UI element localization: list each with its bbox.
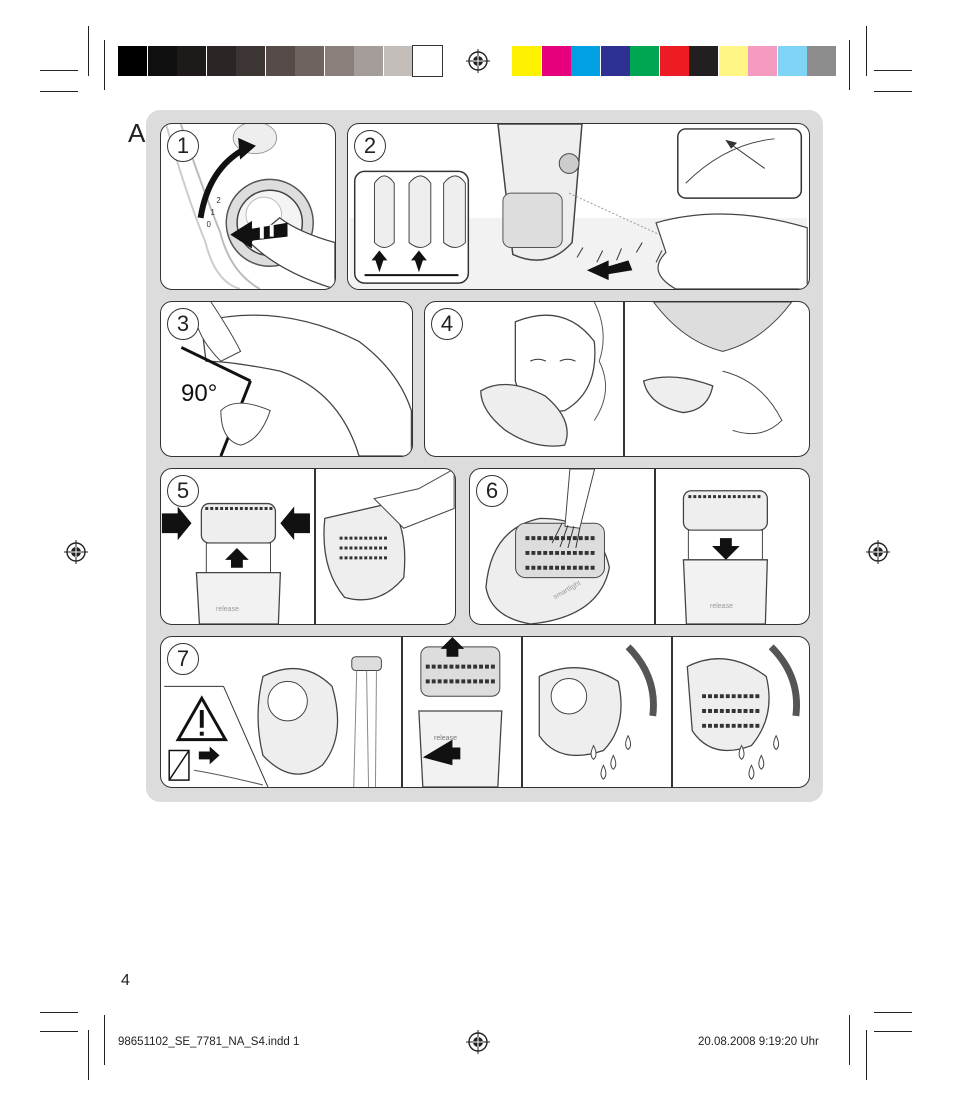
color-swatch bbox=[718, 46, 748, 76]
color-swatch bbox=[748, 46, 777, 76]
dial-mark: 2 bbox=[216, 196, 220, 205]
color-swatch bbox=[600, 46, 630, 76]
step-number: 4 bbox=[431, 308, 463, 340]
release-label: release bbox=[216, 606, 239, 613]
color-swatch bbox=[512, 46, 541, 76]
color-swatch bbox=[777, 46, 807, 76]
panel-divider bbox=[671, 637, 673, 787]
panel-divider bbox=[401, 637, 403, 787]
rinse-illustration bbox=[164, 637, 800, 787]
dial-mark: 1 bbox=[210, 208, 214, 217]
step-2-panel: 2 bbox=[347, 123, 810, 290]
release-label: release bbox=[434, 735, 457, 742]
color-swatch bbox=[265, 46, 295, 76]
panel-divider bbox=[314, 469, 316, 624]
crop-mark bbox=[88, 1030, 89, 1080]
crop-mark bbox=[88, 26, 89, 76]
crop-mark bbox=[40, 91, 78, 92]
dial-illustration: 0 1 2 bbox=[165, 124, 335, 289]
head-removal-illustration bbox=[161, 469, 455, 624]
crop-mark bbox=[874, 1031, 912, 1032]
color-swatch bbox=[659, 46, 689, 76]
crop-mark bbox=[849, 40, 850, 90]
panel-divider bbox=[521, 637, 523, 787]
cleaning-brush-illustration bbox=[485, 469, 769, 624]
color-swatch bbox=[689, 46, 718, 76]
color-swatch bbox=[236, 46, 265, 76]
panel-divider bbox=[654, 469, 656, 624]
color-swatch bbox=[177, 46, 206, 76]
section-letter: A bbox=[128, 118, 146, 148]
step-number: 3 bbox=[167, 308, 199, 340]
crop-mark bbox=[40, 1031, 78, 1032]
crop-mark bbox=[866, 26, 867, 76]
registration-mark-icon bbox=[466, 1030, 490, 1054]
step-number: 6 bbox=[476, 475, 508, 507]
step-1-panel: 1 0 1 2 bbox=[160, 123, 336, 290]
step-number: 2 bbox=[354, 130, 386, 162]
angle-label: 90° bbox=[181, 380, 218, 407]
step-3-panel: 3 90° bbox=[160, 301, 413, 457]
crop-mark bbox=[104, 1015, 105, 1065]
color-swatch bbox=[354, 46, 383, 76]
crop-mark bbox=[849, 1015, 850, 1065]
step-7-panel: 7 rele bbox=[160, 636, 810, 788]
crop-mark bbox=[40, 70, 78, 71]
step-number: 7 bbox=[167, 643, 199, 675]
page-number: 4 bbox=[121, 972, 130, 989]
color-swatch bbox=[147, 46, 177, 76]
crop-mark bbox=[40, 1012, 78, 1013]
no-plug-icon bbox=[168, 746, 264, 786]
color-swatch bbox=[383, 46, 413, 76]
dial-mark: 0 bbox=[207, 220, 212, 229]
step-number: 1 bbox=[167, 130, 199, 162]
crop-mark bbox=[104, 40, 105, 90]
color-swatch bbox=[412, 45, 443, 77]
color-swatch bbox=[541, 46, 571, 76]
crop-mark bbox=[866, 1030, 867, 1080]
registration-mark-icon bbox=[866, 540, 890, 564]
color-swatch bbox=[118, 46, 147, 76]
face-bikini-illustration bbox=[480, 302, 793, 447]
color-swatch bbox=[295, 46, 324, 76]
warning-icon bbox=[175, 695, 229, 742]
registration-mark-icon bbox=[466, 49, 490, 73]
color-swatch bbox=[807, 46, 836, 76]
epilator-on-skin-illustration bbox=[349, 124, 808, 289]
footer-timestamp: 20.08.2008 9:19:20 Uhr bbox=[698, 1036, 819, 1048]
color-swatch bbox=[324, 46, 354, 76]
step-4-panel: 4 bbox=[424, 301, 810, 457]
panel-divider bbox=[623, 302, 625, 456]
color-swatch bbox=[206, 46, 236, 76]
arm-angle-illustration bbox=[180, 302, 412, 456]
crop-mark bbox=[874, 1012, 912, 1013]
crop-mark bbox=[874, 91, 912, 92]
step-6-panel: 6 smartlight release bbox=[469, 468, 810, 625]
step-5-panel: 5 release bbox=[160, 468, 456, 625]
registration-mark-icon bbox=[64, 540, 88, 564]
step-number: 5 bbox=[167, 475, 199, 507]
color-swatch bbox=[571, 46, 600, 76]
crop-mark bbox=[874, 70, 912, 71]
color-swatch bbox=[630, 46, 659, 76]
release-label: release bbox=[710, 603, 733, 610]
footer-file-name: 98651102_SE_7781_NA_S4.indd 1 bbox=[118, 1036, 300, 1048]
